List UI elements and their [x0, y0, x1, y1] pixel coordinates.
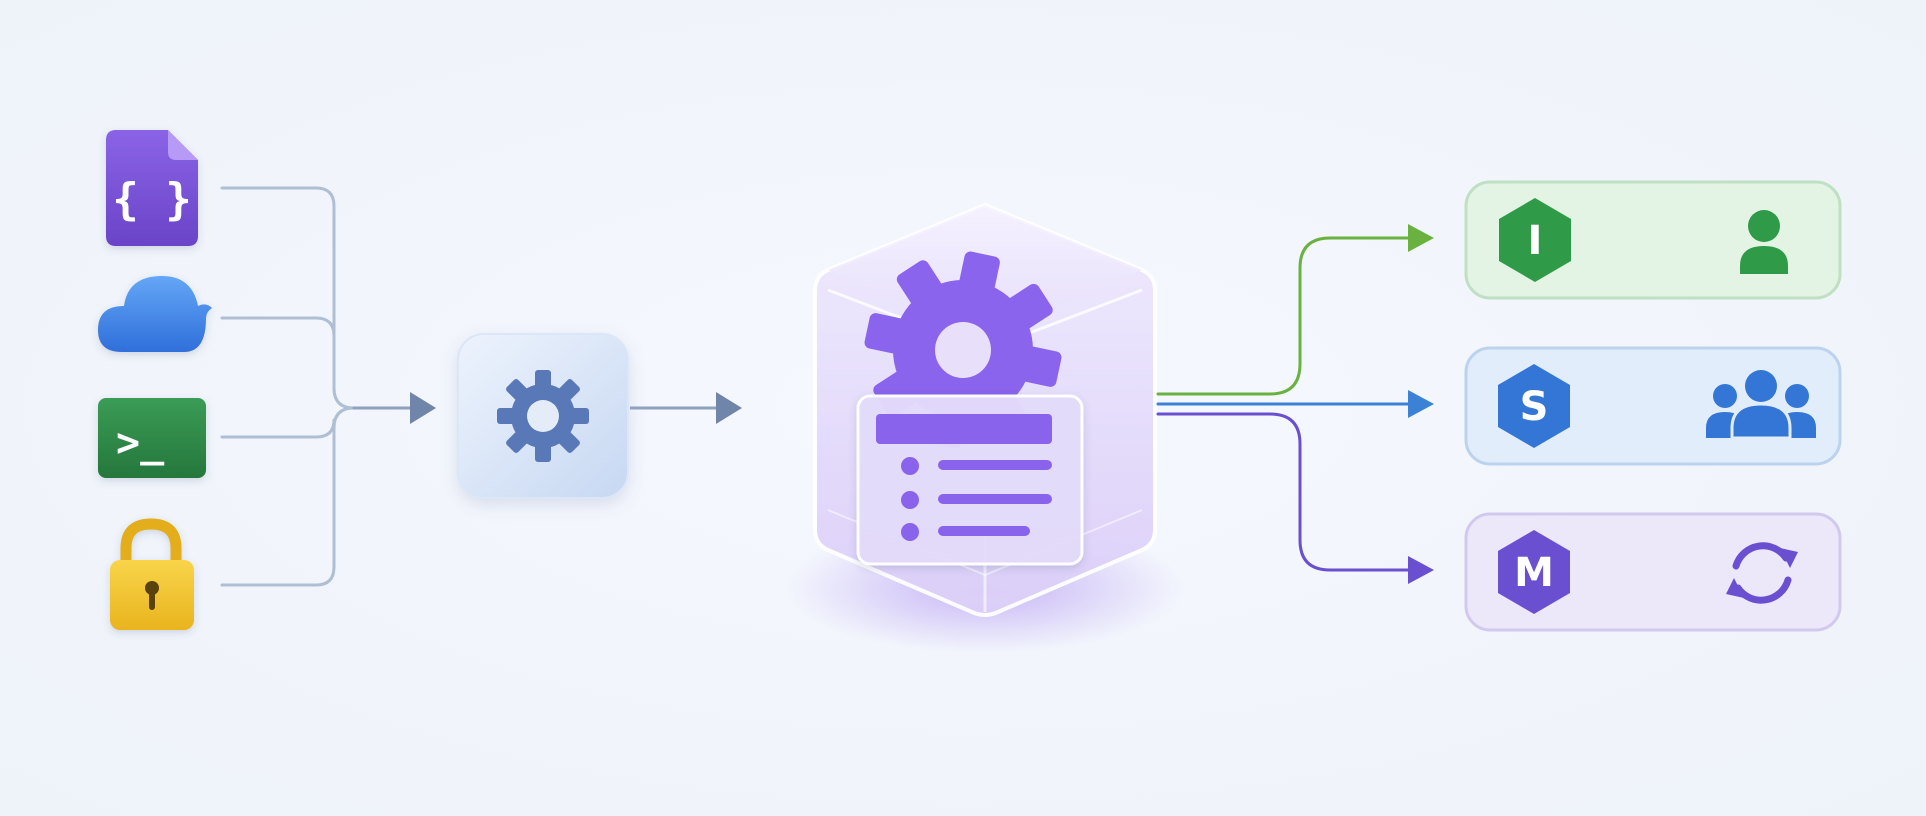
terminal-icon: >_	[98, 398, 206, 478]
output-arrowhead-managed	[1408, 556, 1434, 584]
output-connectors	[1156, 236, 1414, 572]
badge-letter-i: I	[1528, 218, 1543, 264]
badge-hexagon-m	[1498, 530, 1570, 614]
output-arrowhead-identity	[1408, 224, 1434, 252]
badge-letter-m: M	[1514, 550, 1554, 596]
output-panel-identity: I	[1464, 180, 1842, 300]
output-panel-managed: M	[1464, 512, 1842, 632]
output-arrowhead-shared	[1408, 390, 1434, 418]
gear-icon	[497, 370, 589, 462]
users-group-icon	[1706, 370, 1816, 440]
purple-gear-icon	[864, 251, 1062, 449]
json-braces-glyph: { }	[112, 174, 191, 225]
terminal-prompt-glyph: >_	[116, 420, 165, 466]
processor-to-core-connector	[630, 392, 742, 424]
input-connectors	[220, 186, 414, 587]
document-list-icon	[856, 394, 1084, 566]
badge-letter-s: S	[1520, 384, 1549, 430]
json-file-icon: { }	[106, 130, 198, 246]
input-merge-arrowhead	[410, 392, 436, 424]
sync-icon	[1726, 542, 1798, 604]
output-panel-shared: S	[1464, 346, 1842, 466]
badge-hexagon-s	[1498, 364, 1570, 448]
lock-icon	[110, 518, 194, 630]
badge-hexagon-i	[1499, 198, 1571, 282]
user-icon	[1740, 210, 1788, 274]
cloud-icon	[98, 276, 212, 352]
